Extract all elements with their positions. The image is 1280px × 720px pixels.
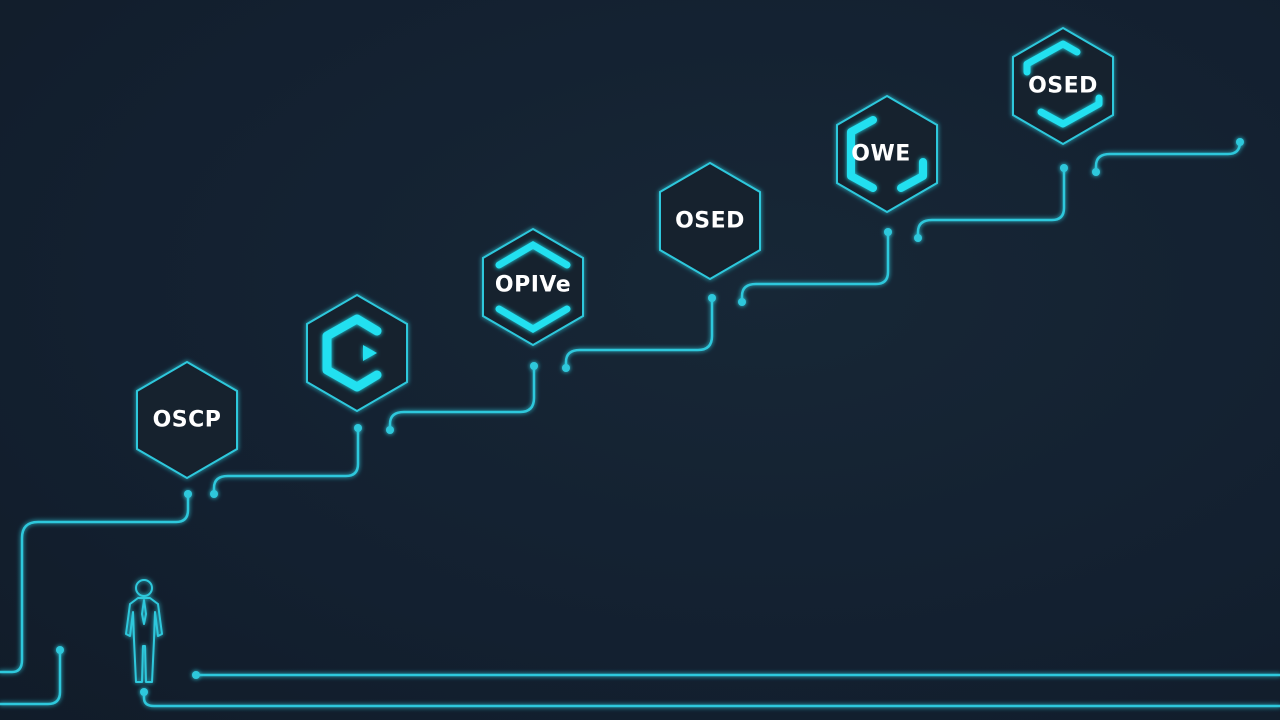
person-icon: [125, 579, 163, 683]
hexagon-outline: [659, 161, 761, 281]
dot: [1092, 168, 1100, 176]
node-c-logo[interactable]: [306, 293, 408, 413]
connector-2-3: [388, 364, 536, 432]
connector-4-5: [740, 230, 890, 304]
node-label: OSED: [1028, 74, 1098, 99]
node-osed-1[interactable]: OSED: [659, 161, 761, 281]
connector-start: [0, 492, 190, 674]
node-label: OPIVe: [495, 273, 571, 298]
node-label: OWE: [851, 142, 911, 167]
dot: [562, 364, 570, 372]
dot: [386, 426, 394, 434]
connector-dots: [56, 138, 1244, 696]
connector-lines: [0, 140, 1280, 708]
dot: [1060, 164, 1068, 172]
dot: [914, 234, 922, 242]
node-owe[interactable]: OWE: [836, 94, 938, 214]
hex-ring-icon: [1023, 40, 1103, 128]
hex-ring-icon: [847, 116, 927, 192]
dot: [184, 490, 192, 498]
node-label: OSCP: [153, 408, 222, 433]
connector-1-2: [212, 426, 360, 496]
connector-3-4: [564, 296, 714, 370]
hex-ring-icon: [495, 240, 571, 334]
dot: [140, 688, 148, 696]
node-osed-2[interactable]: OSED: [1012, 26, 1114, 146]
hexagon-outline: [306, 293, 408, 413]
dot: [210, 490, 218, 498]
dot: [56, 646, 64, 654]
connector-bottom-base: [142, 690, 1280, 708]
c-play-logo-icon: [322, 314, 382, 392]
dot: [884, 228, 892, 236]
connector-bottom-left: [0, 648, 62, 706]
dot: [708, 294, 716, 302]
node-opive[interactable]: OPIVe: [482, 227, 584, 347]
dot: [192, 671, 200, 679]
dot: [738, 298, 746, 306]
node-label: OSED: [675, 209, 745, 234]
hexagon-outline: [136, 360, 238, 480]
connector-5-6: [916, 166, 1066, 240]
dot: [354, 424, 362, 432]
dot: [530, 362, 538, 370]
connector-end: [1094, 140, 1242, 174]
node-oscp[interactable]: OSCP: [136, 360, 238, 480]
dot: [1236, 138, 1244, 146]
